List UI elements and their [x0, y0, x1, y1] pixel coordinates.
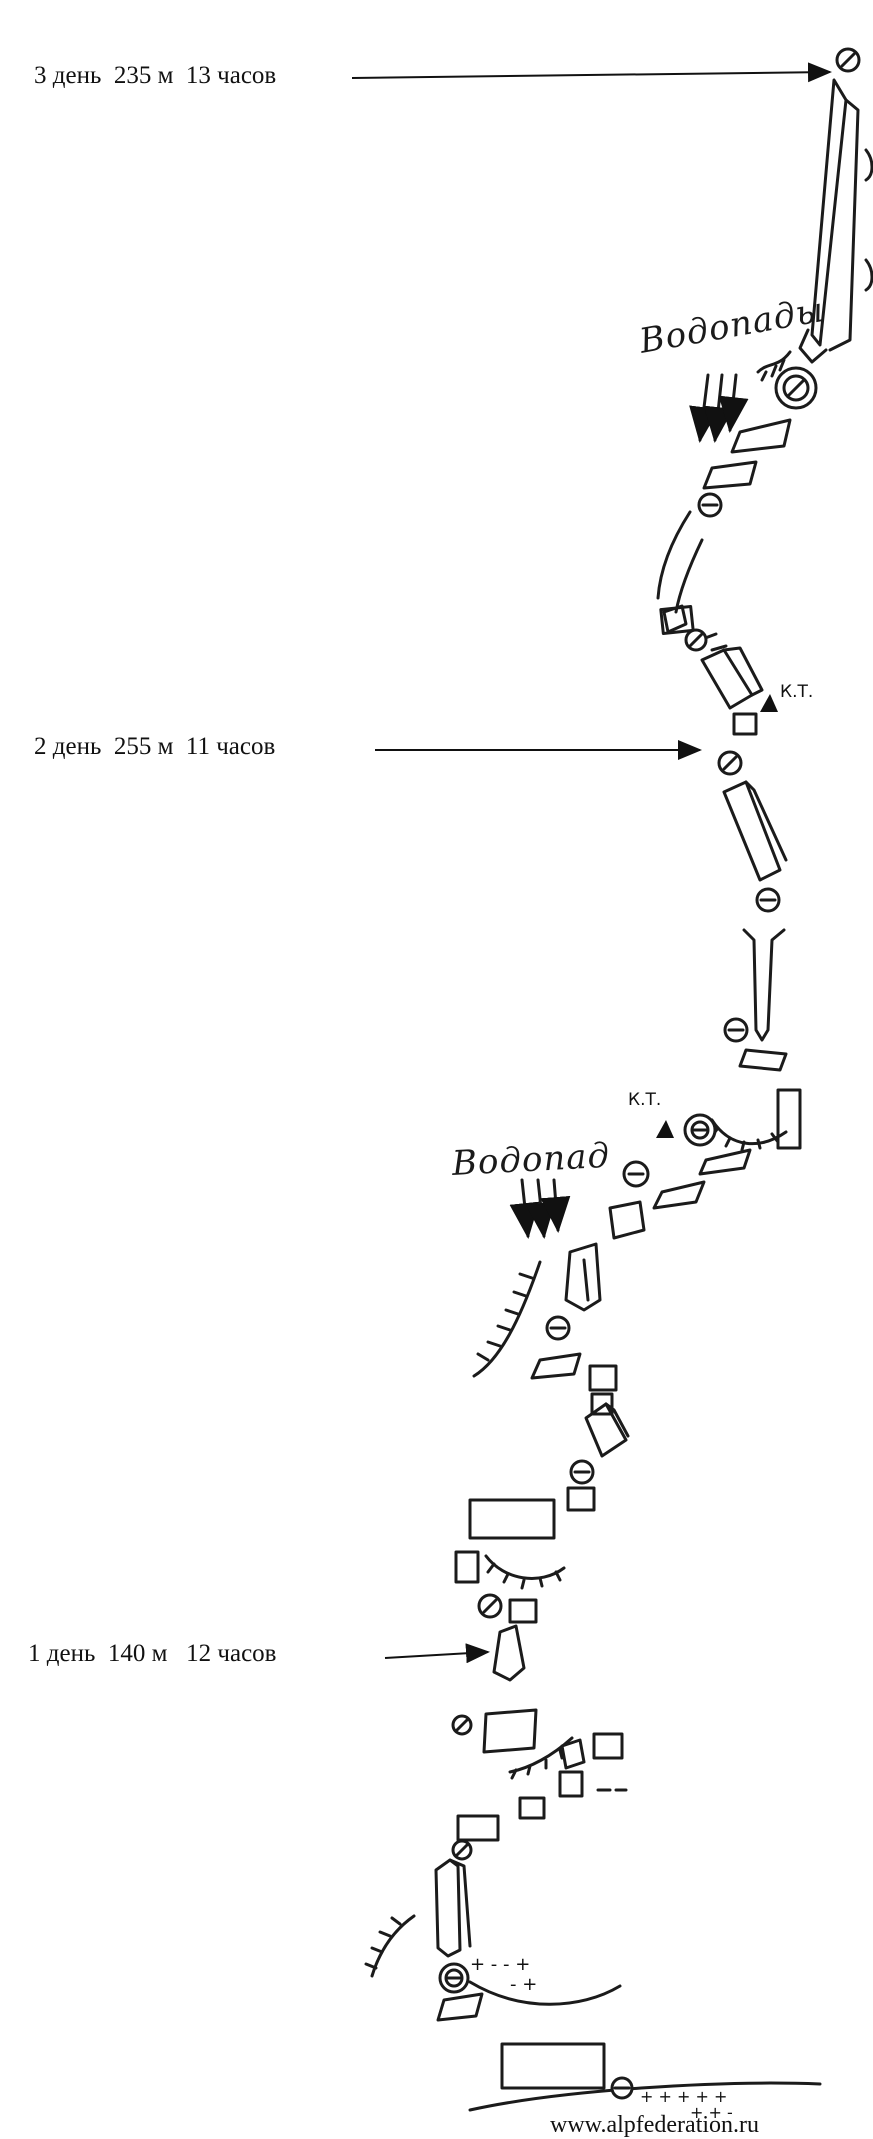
piton-circle-icon [622, 1160, 650, 1188]
lower-middle-features [454, 1242, 630, 1624]
upper-dihedral [798, 78, 873, 364]
control-point-label-upper: К.Т. [780, 682, 814, 702]
piton-circle-icon [545, 1315, 571, 1341]
piton-circle-icon [835, 47, 861, 73]
piton-circle-icon [683, 1113, 717, 1147]
day1-pointer-arrow [384, 1643, 490, 1664]
watermark: www.alpfederation.ru [550, 2112, 760, 2138]
day3-label: 3 день 235 м 13 часов [34, 62, 277, 89]
waterfall-arrows-mid [472, 1178, 571, 1378]
piton-circle-icon [697, 492, 723, 518]
double-circle-anchor-icon [774, 366, 818, 410]
day2-label: 2 день 255 м 11 часов [34, 733, 276, 760]
piton-circle-icon [610, 2076, 634, 2100]
triangle-marker-icon [760, 694, 778, 712]
piton-circle-icon [723, 1017, 749, 1043]
svg-text:+ + -: + + - [690, 2103, 733, 2122]
lower-dihedrals [364, 1624, 628, 1978]
triangle-marker-icon [656, 1120, 674, 1138]
svg-text:+ + + + +: + + + + + [640, 2087, 727, 2106]
piton-circle-icon [717, 750, 743, 776]
upper-ledges [656, 418, 792, 736]
piton-circle-icon [755, 887, 781, 913]
svg-text:- +: - + [510, 1974, 537, 1995]
waterfall-arrows-top [689, 350, 792, 443]
piton-circle-icons [438, 47, 861, 2100]
day1-label: 1 день 140 м 12 часов [28, 1640, 277, 1667]
piton-circle-icon [684, 628, 708, 652]
svg-text:+ - - +: + - - + [470, 1954, 530, 1975]
piton-circle-icon [569, 1459, 595, 1485]
waterfall-label-mid: Водопад [450, 1135, 612, 1184]
piton-circle-icon [451, 1714, 473, 1736]
control-point-label-lower: К.Т. [628, 1090, 662, 1110]
piton-circle-icon [451, 1839, 473, 1861]
piton-circle-icon [438, 1962, 470, 1994]
piton-circle-icon [477, 1593, 503, 1619]
base-ground: + - - + - + + + + + + + + - [436, 1954, 822, 2122]
day3-pointer-arrow [351, 62, 832, 83]
